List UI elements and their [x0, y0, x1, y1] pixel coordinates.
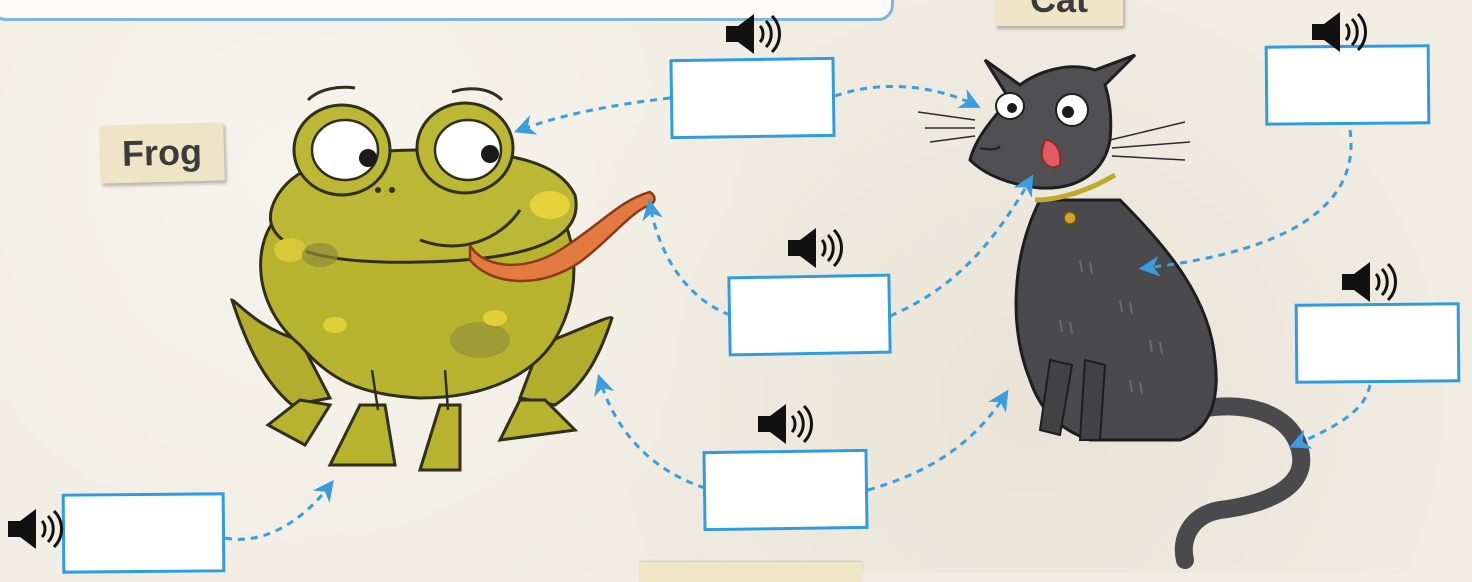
speaker-icon[interactable] [786, 224, 848, 272]
speaker-icon[interactable] [756, 400, 818, 448]
speaker-icon[interactable] [6, 505, 68, 553]
answer-box-top-middle[interactable] [669, 56, 836, 140]
answer-box-right-middle[interactable] [1294, 302, 1461, 384]
cat-label: Cat [995, 0, 1123, 26]
cat-illustration [917, 53, 1311, 569]
instruction-panel [0, 0, 894, 21]
answer-box-middle[interactable] [727, 273, 892, 357]
answer-box-bottom-middle[interactable] [702, 448, 869, 532]
answer-box-top-right[interactable] [1264, 44, 1431, 126]
answer-box-bottom-left[interactable] [61, 492, 226, 574]
speaker-icon[interactable] [724, 10, 786, 58]
speaker-icon[interactable] [1310, 8, 1372, 56]
food-chain-arrows [224, 85, 1372, 541]
frog-label: Frog [99, 122, 225, 184]
frog-illustration [229, 85, 656, 472]
speaker-icon[interactable] [1340, 258, 1402, 306]
